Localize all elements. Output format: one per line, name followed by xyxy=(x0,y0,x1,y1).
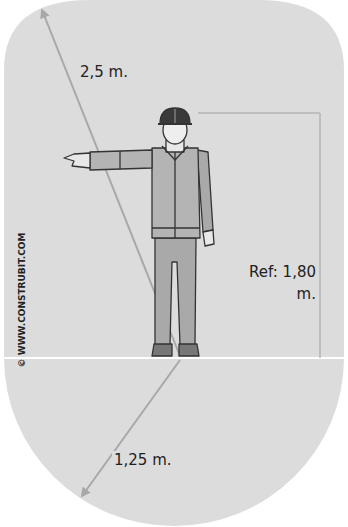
radius-arrow xyxy=(82,360,180,496)
worker-figure xyxy=(64,108,214,356)
safety-zone xyxy=(4,0,344,526)
reference-line xyxy=(198,112,320,114)
watermark: © WWW.CONSTRUBIT.COM xyxy=(17,231,27,370)
dimension-label: 2,5 m. xyxy=(78,63,130,81)
reference-line xyxy=(319,113,321,358)
ground-line xyxy=(0,357,348,359)
dimension-label: 1,25 m. xyxy=(112,451,174,469)
dimension-label: Ref: 1,80 m. xyxy=(238,262,318,306)
